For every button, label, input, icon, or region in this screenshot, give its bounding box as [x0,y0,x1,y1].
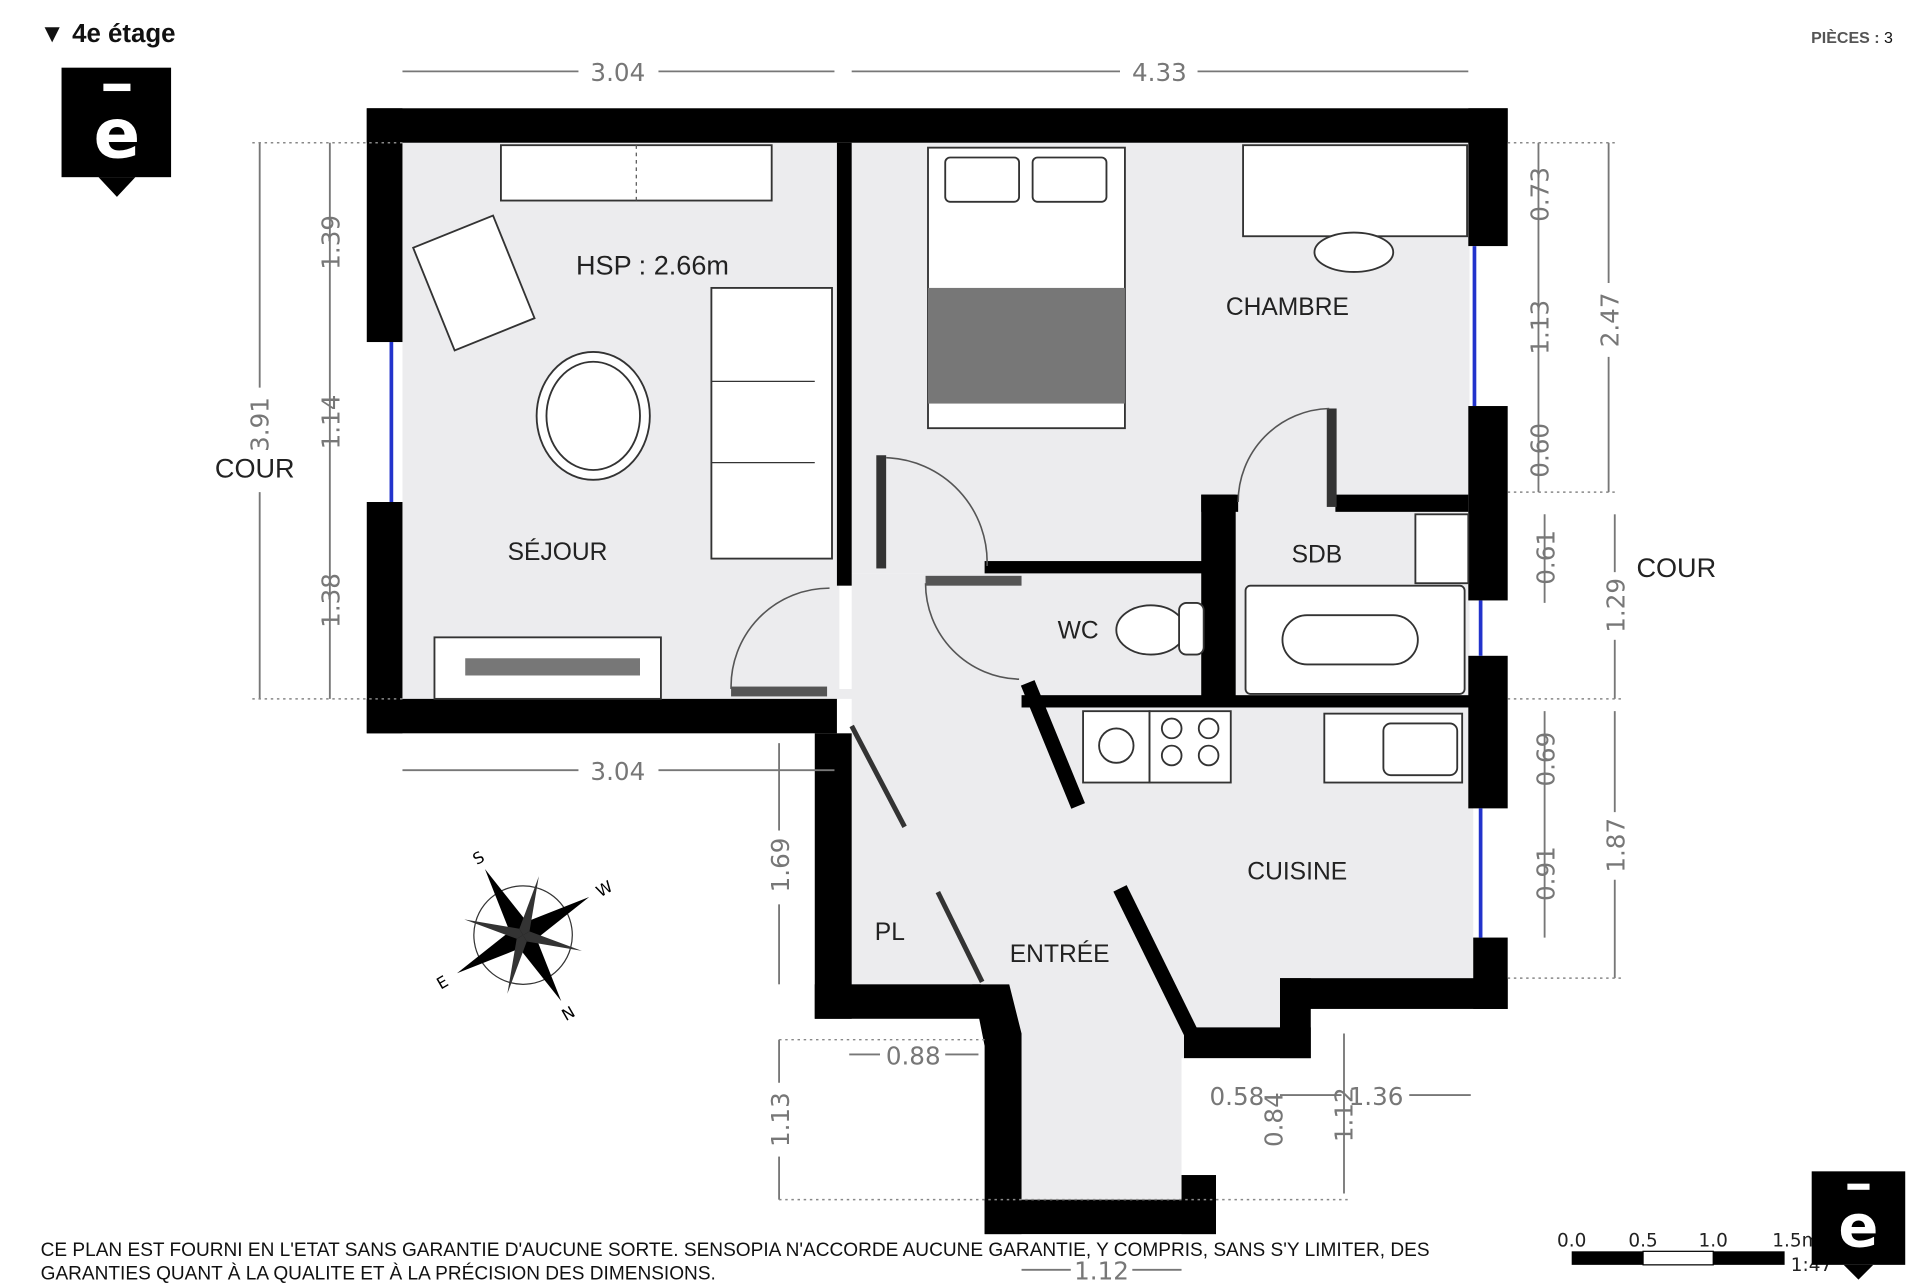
disclaimer: CE PLAN EST FOURNI EN L'ETAT SANS GARANT… [41,1240,1430,1284]
ceiling-height: HSP : 2.66m [576,249,729,280]
walls [366,108,1508,1235]
outside-cour-left: COUR [215,452,295,483]
svg-text:E: E [433,972,451,994]
svg-text:N: N [558,1002,578,1024]
room-sdb: SDB [1292,541,1343,568]
svg-text:0.58: 0.58 [1210,1082,1265,1111]
room-cuisine: CUISINE [1247,859,1347,886]
svg-text:0.91: 0.91 [1531,846,1560,901]
logo: e [61,67,172,197]
svg-text:0.88: 0.88 [886,1041,941,1070]
logo-bottom: e [1811,1171,1906,1280]
dimension-labels: 3.04 4.33 3.04 3.91 1.39 1.14 1.38 0.73 … [245,58,1630,1285]
svg-text:1.87: 1.87 [1602,818,1631,873]
windows [389,246,1483,938]
svg-text:e: e [94,95,141,175]
svg-text:S: S [469,847,487,869]
dimension-lines [252,70,1623,1271]
room-sejour: SÉJOUR [508,539,608,566]
svg-text:0.60: 0.60 [1525,423,1554,478]
svg-text:0.5: 0.5 [1628,1230,1657,1251]
svg-text:3.04: 3.04 [590,58,645,87]
svg-text:1.13: 1.13 [766,1092,795,1147]
svg-text:1.14: 1.14 [317,395,346,450]
svg-text:0.84: 0.84 [1259,1092,1288,1147]
rooms-count: PIÈCES : 3 [1811,28,1893,47]
scale-bar: 0.0 0.5 1.0 1.5m 1:47 [1557,1230,1832,1276]
compass-rose: N S E W [433,847,616,1025]
svg-text:0.73: 0.73 [1525,167,1554,222]
svg-text:3.91: 3.91 [245,397,274,452]
svg-text:2.47: 2.47 [1595,293,1624,348]
svg-text:3.04: 3.04 [590,757,645,786]
svg-text:1.0: 1.0 [1699,1230,1728,1251]
svg-text:W: W [593,877,616,901]
svg-text:0.61: 0.61 [1531,530,1560,585]
svg-text:1.39: 1.39 [317,215,346,270]
svg-text:1.12: 1.12 [1330,1087,1359,1142]
outside-cour-right: COUR [1636,552,1716,583]
room-entree: ENTRÉE [1010,941,1110,968]
room-wc: WC [1058,618,1099,645]
svg-text:e: e [1838,1191,1878,1260]
svg-text:1.36: 1.36 [1349,1082,1404,1111]
room-labels: HSP : 2.66m SÉJOUR CHAMBRE SDB WC CUISIN… [215,249,1716,968]
svg-text:1.5m: 1.5m [1772,1230,1819,1251]
floor-selector[interactable]: ▼ 4e étage [39,20,175,48]
furniture [411,144,1470,784]
svg-text:1.13: 1.13 [1525,300,1554,355]
room-pl: PL [875,919,905,946]
room-chambre: CHAMBRE [1226,294,1349,321]
svg-text:1.69: 1.69 [766,838,795,893]
svg-text:0.0: 0.0 [1557,1230,1586,1251]
svg-text:4.33: 4.33 [1132,58,1187,87]
svg-text:1.29: 1.29 [1602,578,1631,633]
doors [730,407,1330,690]
svg-text:1.12: 1.12 [1074,1257,1129,1286]
svg-text:0.69: 0.69 [1531,732,1560,787]
svg-text:1.38: 1.38 [317,573,346,628]
